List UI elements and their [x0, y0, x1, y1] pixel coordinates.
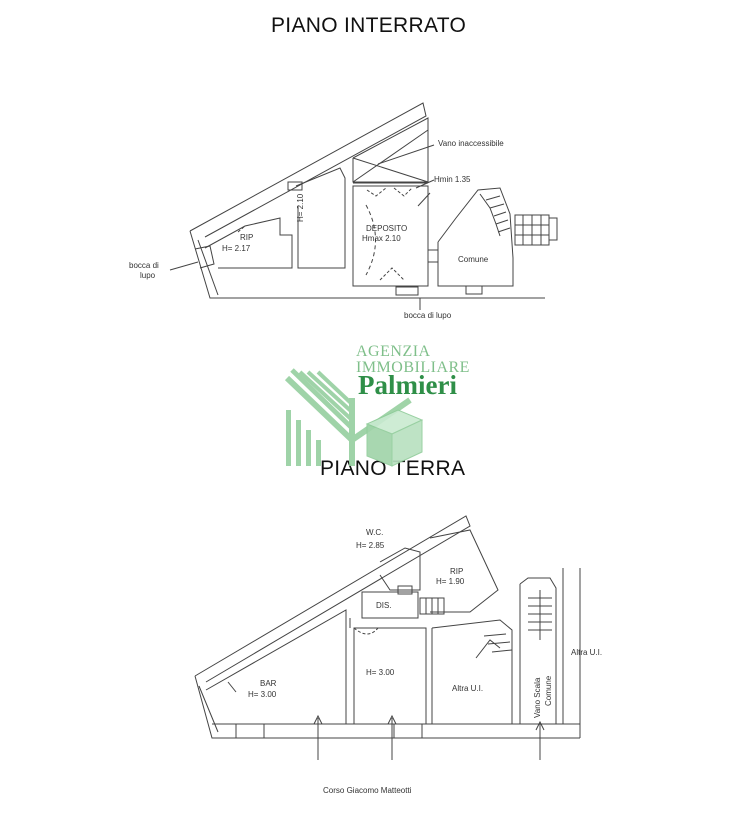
label-rip-ground: RIP: [450, 567, 464, 576]
label-wc-height: H= 2.85: [356, 541, 385, 550]
label-hmin: Hmin 1.35: [434, 175, 471, 184]
basement-leader-lines: [169, 144, 435, 310]
label-deposito-hmax: Hmax 2.10: [362, 234, 401, 243]
watermark-cube-icon: [365, 409, 424, 467]
label-room-h300: H= 3.00: [366, 668, 395, 677]
label-comune-basement: Comune: [458, 255, 489, 264]
label-room-h210: H= 2.10: [296, 193, 305, 222]
label-rip-ground-height: H= 1.90: [436, 577, 465, 586]
watermark-brand-name: Palmieri: [358, 370, 457, 400]
watermark-line-immobiliare: IMMOBILIARE: [356, 359, 470, 376]
basement-floor-plan: [189, 102, 558, 299]
label-rip-basement-height: H= 2.17: [222, 244, 251, 253]
ground-floor-plan-title: PIANO TERRA: [320, 457, 466, 480]
label-vano-inaccessibile: Vano inaccessibile: [438, 139, 504, 148]
label-street-name: Corso Giacomo Matteotti: [323, 786, 412, 795]
label-bar: BAR: [260, 679, 277, 688]
label-wc: W.C.: [366, 528, 384, 537]
label-rip-basement: RIP: [240, 233, 254, 242]
label-altra-ui-right: Altra U.I.: [571, 648, 603, 657]
label-bocca-di-lupo-bottom: bocca di lupo: [404, 311, 452, 320]
label-bocca-di-lupo-left-1: bocca di: [129, 261, 159, 270]
label-comune-ground: Comune: [544, 675, 553, 706]
label-altra-ui-mid: Altra U.I.: [452, 684, 484, 693]
ground-floor-plan: [194, 515, 581, 760]
label-bocca-di-lupo-left-2: lupo: [140, 271, 156, 280]
label-dis: DIS.: [376, 601, 392, 610]
label-vano-scala: Vano Scala: [533, 677, 542, 718]
watermark-line-agenzia: AGENZIA: [356, 343, 431, 360]
label-deposito: DEPOSITO: [366, 224, 408, 233]
basement-plan-title: PIANO INTERRATO: [271, 14, 467, 37]
label-bar-height: H= 3.00: [248, 690, 277, 699]
